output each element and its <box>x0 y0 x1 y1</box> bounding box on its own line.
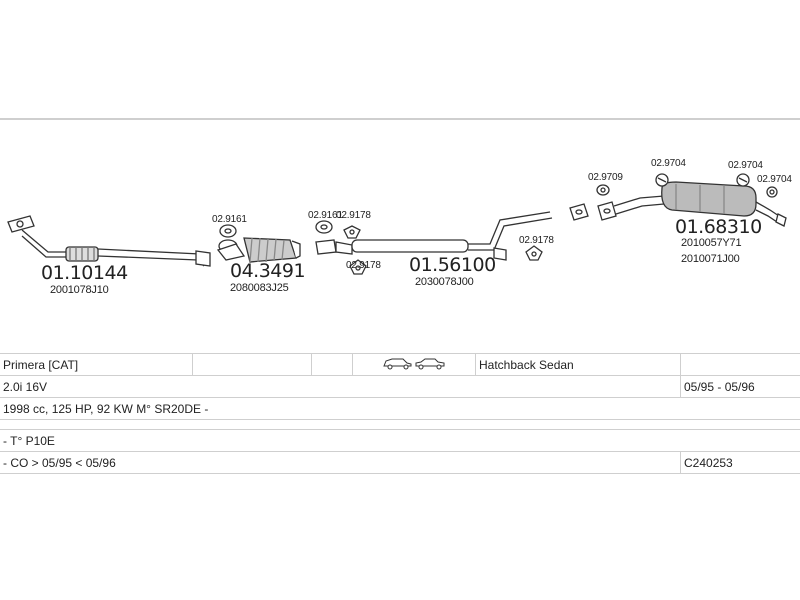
gasket-02-9178-c <box>525 245 543 261</box>
co-range: - CO > 05/95 < 05/96 <box>0 451 681 474</box>
part-number-01-68310: 01.68310 <box>675 216 762 238</box>
part-number-04-3491: 04.3491 <box>230 260 306 282</box>
empty-cell <box>680 353 800 376</box>
car-icons <box>383 358 445 370</box>
part-code-2010057Y71: 2010057Y71 <box>681 237 742 249</box>
hanger-02-9704-c <box>766 186 778 198</box>
part-code-2010071J00: 2010071J00 <box>681 253 740 265</box>
part-number-01-10144: 01.10144 <box>41 262 128 284</box>
exhaust-diagram: 02.9161 02.9161 02.9178 02.9178 02.9178 … <box>0 118 800 356</box>
body-type-icons <box>352 353 476 376</box>
engine-name: 2.0i 16V <box>0 375 681 398</box>
part-code-2001078J10: 2001078J10 <box>50 284 109 296</box>
label-02-9178-a: 02.9178 <box>336 210 371 221</box>
gasket-02-9161-b <box>315 220 337 255</box>
spec-row: 1998 cc, 125 HP, 92 KW M° SR20DE - <box>0 397 800 420</box>
part-code-2030078J00: 2030078J00 <box>415 276 474 288</box>
part-number-01-56100: 01.56100 <box>409 254 496 276</box>
hanger-02-9704-b <box>736 173 750 187</box>
empty-cell <box>192 353 312 376</box>
type-row: - T° P10E <box>0 429 800 452</box>
catalyst-04-3491 <box>216 237 301 263</box>
label-02-9161-a: 02.9161 <box>212 214 247 225</box>
rear-silencer-01-68310 <box>597 181 787 227</box>
label-02-9704-c: 02.9704 <box>757 174 792 185</box>
middle-pipe-01-56100 <box>335 211 553 261</box>
engine-row: 2.0i 16V 05/95 - 05/96 <box>0 375 800 398</box>
co-row: - CO > 05/95 < 05/96 C240253 <box>0 451 800 474</box>
vehicle-info-table: Primera [CAT] Hatchback Sedan 2.0i 16V 0… <box>0 353 800 474</box>
label-02-9161-b: 02.9161 <box>308 210 343 221</box>
empty-cell <box>311 353 353 376</box>
label-02-9709: 02.9709 <box>588 172 623 183</box>
exhaust-parts-drawing <box>7 173 787 275</box>
date-range: 05/95 - 05/96 <box>680 375 800 398</box>
sedan-icon <box>415 358 445 367</box>
gasket-02-9178-a <box>343 225 361 239</box>
model-row: Primera [CAT] Hatchback Sedan <box>0 353 800 376</box>
vehicle-type: - T° P10E <box>0 429 800 452</box>
catalog-number: C240253 <box>680 451 800 474</box>
label-02-9704-a: 02.9704 <box>651 158 686 169</box>
front-pipe-01-10144 <box>7 215 211 267</box>
body-types: Hatchback Sedan <box>475 353 681 376</box>
label-02-9704-b: 02.9704 <box>728 160 763 171</box>
label-02-9178-c: 02.9178 <box>519 235 554 246</box>
label-02-9178-b: 02.9178 <box>346 260 381 271</box>
flange <box>569 203 589 221</box>
hanger-02-9709 <box>596 184 610 196</box>
model-name: Primera [CAT] <box>0 353 193 376</box>
part-code-2080083J25: 2080083J25 <box>230 282 289 294</box>
gasket-02-9178-b <box>349 259 367 275</box>
engine-spec: 1998 cc, 125 HP, 92 KW M° SR20DE - <box>0 397 800 420</box>
hatchback-icon <box>383 358 412 367</box>
hanger-02-9704-a <box>655 173 669 187</box>
